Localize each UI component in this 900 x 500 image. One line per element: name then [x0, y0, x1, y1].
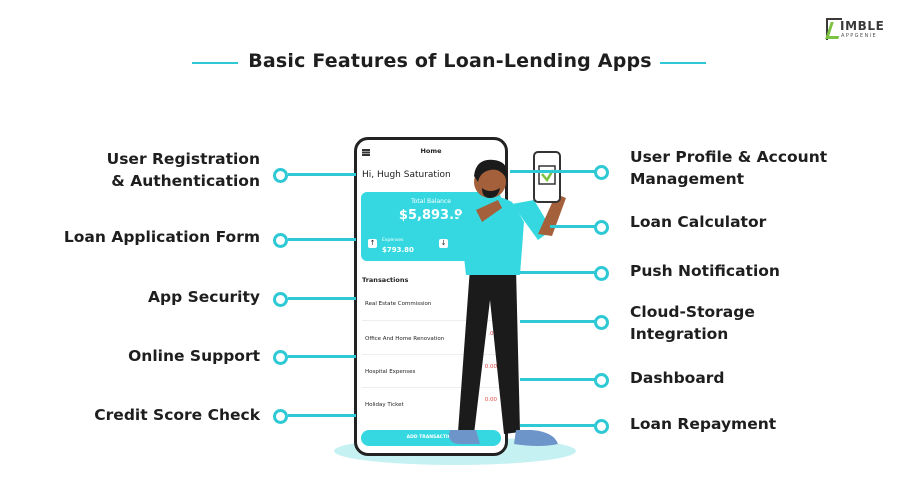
- feature-dashboard: Dashboard: [630, 367, 725, 389]
- connector-line: [288, 173, 356, 176]
- connector-line: [520, 271, 596, 274]
- divider: [362, 354, 500, 355]
- connector-dot: [594, 373, 609, 388]
- feature-line: Dashboard: [630, 369, 725, 387]
- arrow-down-icon: ↓: [439, 239, 448, 248]
- feature-line: Online Support: [128, 347, 260, 365]
- connector-dot: [594, 220, 609, 235]
- feature-line: User Profile & Account: [630, 148, 828, 166]
- arrow-up-icon: ↑: [368, 239, 377, 248]
- connector-dot: [273, 292, 288, 307]
- divider: [362, 320, 500, 321]
- balance-value: $5,893.9: [398, 208, 464, 223]
- feature-line: App Security: [148, 288, 260, 306]
- feature-credit-score-check: Credit Score Check: [94, 404, 260, 426]
- phone-header: Home: [420, 147, 442, 155]
- expenses-value: $793.80: [382, 246, 414, 254]
- feature-cloud-storage: Cloud-Storage Integration: [630, 301, 755, 345]
- connector-line: [288, 414, 356, 417]
- connector-dot: [273, 409, 288, 424]
- connector-dot: [273, 233, 288, 248]
- connector-line: [520, 378, 596, 381]
- logo-subtitle: APPGENIE: [841, 33, 878, 39]
- feature-loan-repayment: Loan Repayment: [630, 413, 776, 435]
- connector-line: [550, 225, 596, 228]
- feature-line: & Authentication: [111, 172, 260, 190]
- connector-line: [510, 170, 596, 173]
- logo-brand: IMBLE: [840, 19, 885, 33]
- hamburger-icon: [362, 149, 370, 151]
- transaction-amount: 0.00: [484, 364, 497, 370]
- connector-dot: [594, 165, 609, 180]
- feature-app-security: App Security: [148, 286, 260, 308]
- feature-line: Loan Repayment: [630, 415, 777, 433]
- feature-line: Cloud-Storage: [630, 303, 755, 321]
- feature-line: Push Notification: [630, 262, 780, 280]
- feature-loan-application-form: Loan Application Form: [64, 226, 260, 248]
- connector-line: [288, 297, 356, 300]
- connector-line: [520, 320, 596, 323]
- connector-line: [288, 238, 356, 241]
- connector-dot: [594, 419, 609, 434]
- feature-user-profile: User Profile & Account Management: [630, 146, 827, 190]
- person-with-phone-illustration: [449, 151, 566, 446]
- connector-dot: [273, 350, 288, 365]
- connector-dot: [273, 168, 288, 183]
- expenses-label: Expenses: [382, 238, 404, 243]
- connector-dot: [594, 266, 609, 281]
- feature-line: Integration: [630, 325, 729, 343]
- feature-line: Credit Score Check: [94, 406, 260, 424]
- title-rule-left: [192, 62, 238, 64]
- transaction-name: Real Estate Commission: [365, 301, 432, 307]
- divider: [362, 387, 500, 388]
- transaction-name: Holiday Ticket: [365, 402, 404, 408]
- transaction-name: Office And Home Renovation: [365, 336, 445, 342]
- logo-frame-icon: [826, 18, 842, 40]
- connector-line: [288, 355, 356, 358]
- feature-line: User Registration: [106, 150, 260, 168]
- feature-line: Loan Calculator: [630, 213, 767, 231]
- feature-user-registration: User Registration & Authentication: [107, 148, 260, 192]
- connector-line: [520, 424, 596, 427]
- page-title: Basic Features of Loan-Lending Apps: [248, 50, 652, 72]
- feature-loan-calculator: Loan Calculator: [630, 211, 766, 233]
- balance-label: Total Balance: [411, 198, 451, 205]
- transaction-amount: .00: [488, 331, 497, 337]
- transaction-amount: 0.00: [484, 397, 497, 403]
- feature-line: Management: [630, 170, 745, 188]
- title-rule-right: [660, 62, 706, 64]
- brand-logo: IMBLE APPGENIE: [825, 18, 886, 42]
- feature-online-support: Online Support: [128, 345, 260, 367]
- feature-push-notification: Push Notification: [630, 260, 780, 282]
- transactions-title: Transactions: [362, 276, 409, 284]
- feature-line: Loan Application Form: [63, 228, 260, 246]
- title-bar: Basic Features of Loan-Lending Apps: [0, 50, 900, 76]
- connector-dot: [594, 315, 609, 330]
- transaction-name: Hospital Expenses: [365, 369, 416, 375]
- phone-greeting: Hi, Hugh Saturation: [362, 170, 451, 180]
